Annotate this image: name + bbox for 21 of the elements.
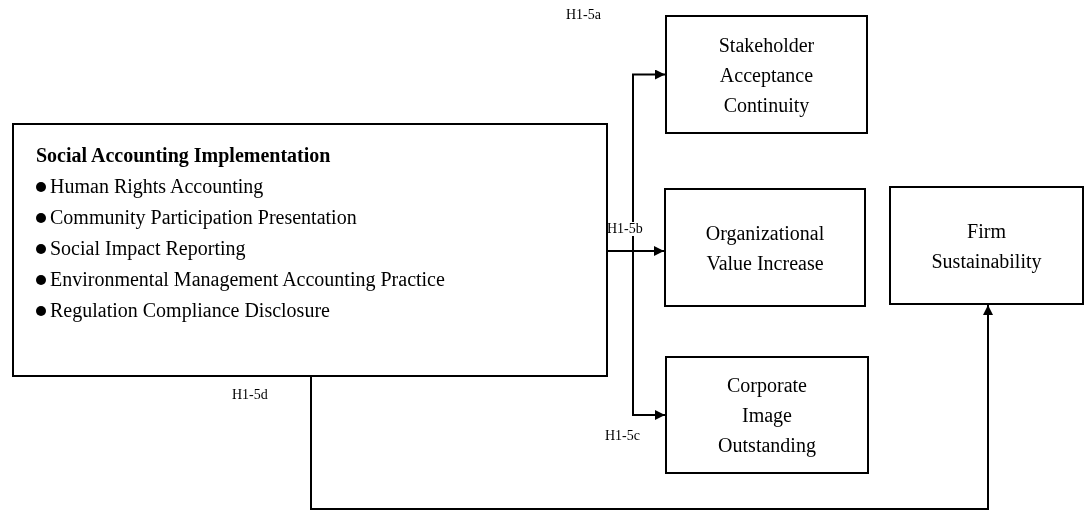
box-label: Stakeholder Acceptance Continuity [717, 32, 816, 119]
construct-box [664, 188, 866, 307]
box-heading: Social Accounting Implementation [36, 143, 332, 167]
arrow [607, 250, 666, 420]
construct-box [12, 123, 608, 377]
box-label: Firm Sustainability [930, 218, 1043, 275]
bullet-item: Regulation Compliance Disclosure [36, 298, 606, 322]
bullet-item: Human Rights Accounting [36, 174, 606, 198]
arrow [310, 304, 993, 510]
box-label: Organizational Value Increase [704, 220, 826, 276]
bullet-item: Social Impact Reporting [36, 236, 606, 260]
construct-box [665, 356, 869, 474]
edge-label: H1-5c [605, 429, 640, 443]
construct-box [665, 15, 868, 134]
bullet-item: Environmental Management Accounting Practice [36, 267, 606, 291]
box-label: Corporate Image Outstanding [717, 373, 817, 459]
edge-label: H1-5a [566, 8, 601, 22]
bullet-item: Community Participation Presentation [36, 205, 606, 229]
edge-label: H1-5b [607, 222, 643, 236]
edge-label: H1-5d [232, 388, 268, 402]
construct-box [889, 186, 1084, 305]
